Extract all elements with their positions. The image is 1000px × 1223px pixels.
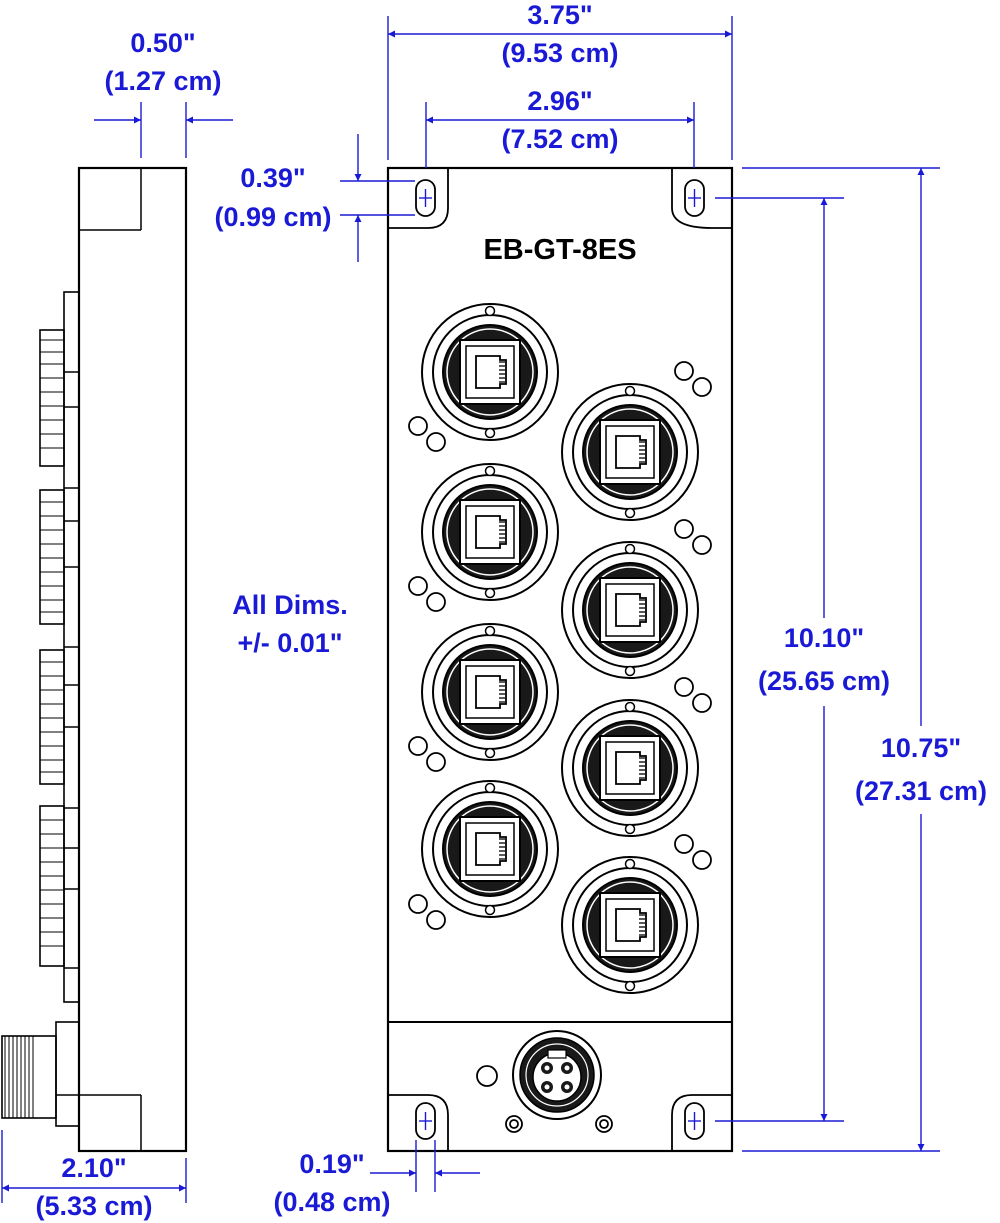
- overall-width-inches: 3.75": [527, 0, 592, 30]
- ethercon-connector-4: [421, 780, 559, 918]
- ethercon-connector-5: [561, 383, 699, 521]
- overall-height-inches: 10.75": [881, 733, 961, 763]
- tolerance-label: All Dims.: [232, 590, 348, 620]
- overall-width-cm: (9.53 cm): [501, 38, 618, 68]
- slot-height-spacing-cm: (25.65 cm): [758, 666, 890, 696]
- slot-from-top-inches: 0.39": [240, 163, 305, 193]
- model-label: EB-GT-8ES: [483, 234, 636, 266]
- power-connector: [512, 1030, 602, 1120]
- slot-width-inches: 0.19": [299, 1149, 364, 1179]
- ethercon-connector-7: [561, 699, 699, 837]
- overall-height-cm: (27.31 cm): [855, 776, 987, 806]
- slot-spacing-inches: 2.96": [527, 86, 592, 116]
- slot-spacing-cm: (7.52 cm): [501, 124, 618, 154]
- mounting-slot-top-right: [684, 179, 705, 217]
- mounting-slot-bottom-right: [684, 1102, 705, 1140]
- ethercon-connector-2: [421, 463, 559, 601]
- ethercon-connector-3: [421, 623, 559, 761]
- side-flange-cm: (1.27 cm): [104, 66, 221, 96]
- mounting-slot-bottom-left: [415, 1102, 436, 1140]
- ethercon-connector-8: [561, 856, 699, 994]
- screw-holes: [408, 361, 712, 930]
- ethercon-connector-6: [561, 541, 699, 679]
- slot-from-top-cm: (0.99 cm): [214, 202, 331, 232]
- ethercon-connector-1: [421, 303, 559, 441]
- depth-cm: (5.33 cm): [35, 1191, 152, 1221]
- slot-height-spacing-inches: 10.10": [784, 623, 864, 653]
- side-flange-inches: 0.50": [130, 28, 195, 58]
- tolerance-value: +/- 0.01": [237, 628, 342, 658]
- panel-screws: [476, 1065, 613, 1133]
- mounting-slot-top-left: [415, 179, 436, 217]
- depth-inches: 2.10": [61, 1153, 126, 1183]
- front-panel: [386, 166, 734, 1153]
- slot-width-cm: (0.48 cm): [273, 1187, 390, 1217]
- dimension-lines: [1, 16, 940, 1203]
- side-view: [1, 166, 188, 1153]
